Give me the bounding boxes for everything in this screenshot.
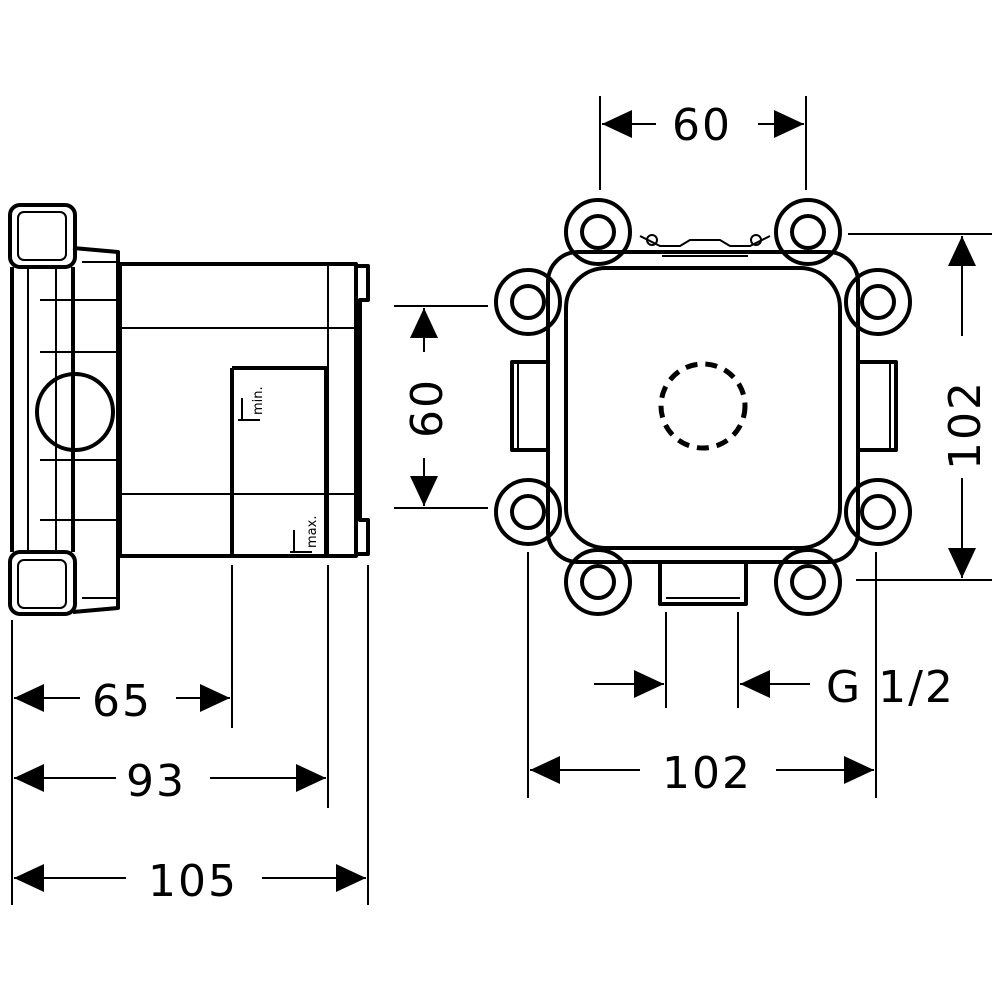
dimension-thread-label: G 1/2 (826, 662, 955, 713)
side-ports (510, 360, 898, 452)
dimension-bottom-102: 102 (530, 748, 874, 799)
dimension-65-label: 65 (92, 676, 152, 727)
side-view-port (35, 372, 115, 452)
dimension-65: 65 (14, 676, 230, 727)
dimension-thread: G 1/2 (594, 662, 955, 713)
side-view-body (118, 262, 370, 558)
bottom-outlet (658, 562, 748, 606)
dimension-left-60-label: 60 (402, 378, 453, 438)
dimension-bottom-102-label: 102 (662, 748, 752, 799)
side-view-flange (8, 203, 120, 616)
max-label: max. (305, 516, 320, 548)
dimension-93: 93 (14, 756, 326, 807)
dimension-105: 105 (14, 856, 366, 907)
center-opening (658, 361, 748, 451)
front-view: 60 60 102 102 G 1/2 (394, 96, 992, 799)
min-indicator: min. (238, 386, 266, 421)
dimension-105-label: 105 (148, 856, 238, 907)
dimension-top-60-label: 60 (672, 100, 732, 151)
dimension-right-102: 102 (940, 236, 991, 578)
dimension-right-102-label: 102 (940, 380, 991, 470)
front-view-body (494, 198, 912, 616)
side-view: min. max. 65 93 1 (8, 203, 370, 907)
min-label: min. (251, 386, 266, 415)
dimension-left-60: 60 (402, 308, 453, 506)
max-indicator: max. (290, 516, 320, 553)
dimension-93-label: 93 (126, 756, 186, 807)
dimension-top-60: 60 (602, 100, 804, 151)
